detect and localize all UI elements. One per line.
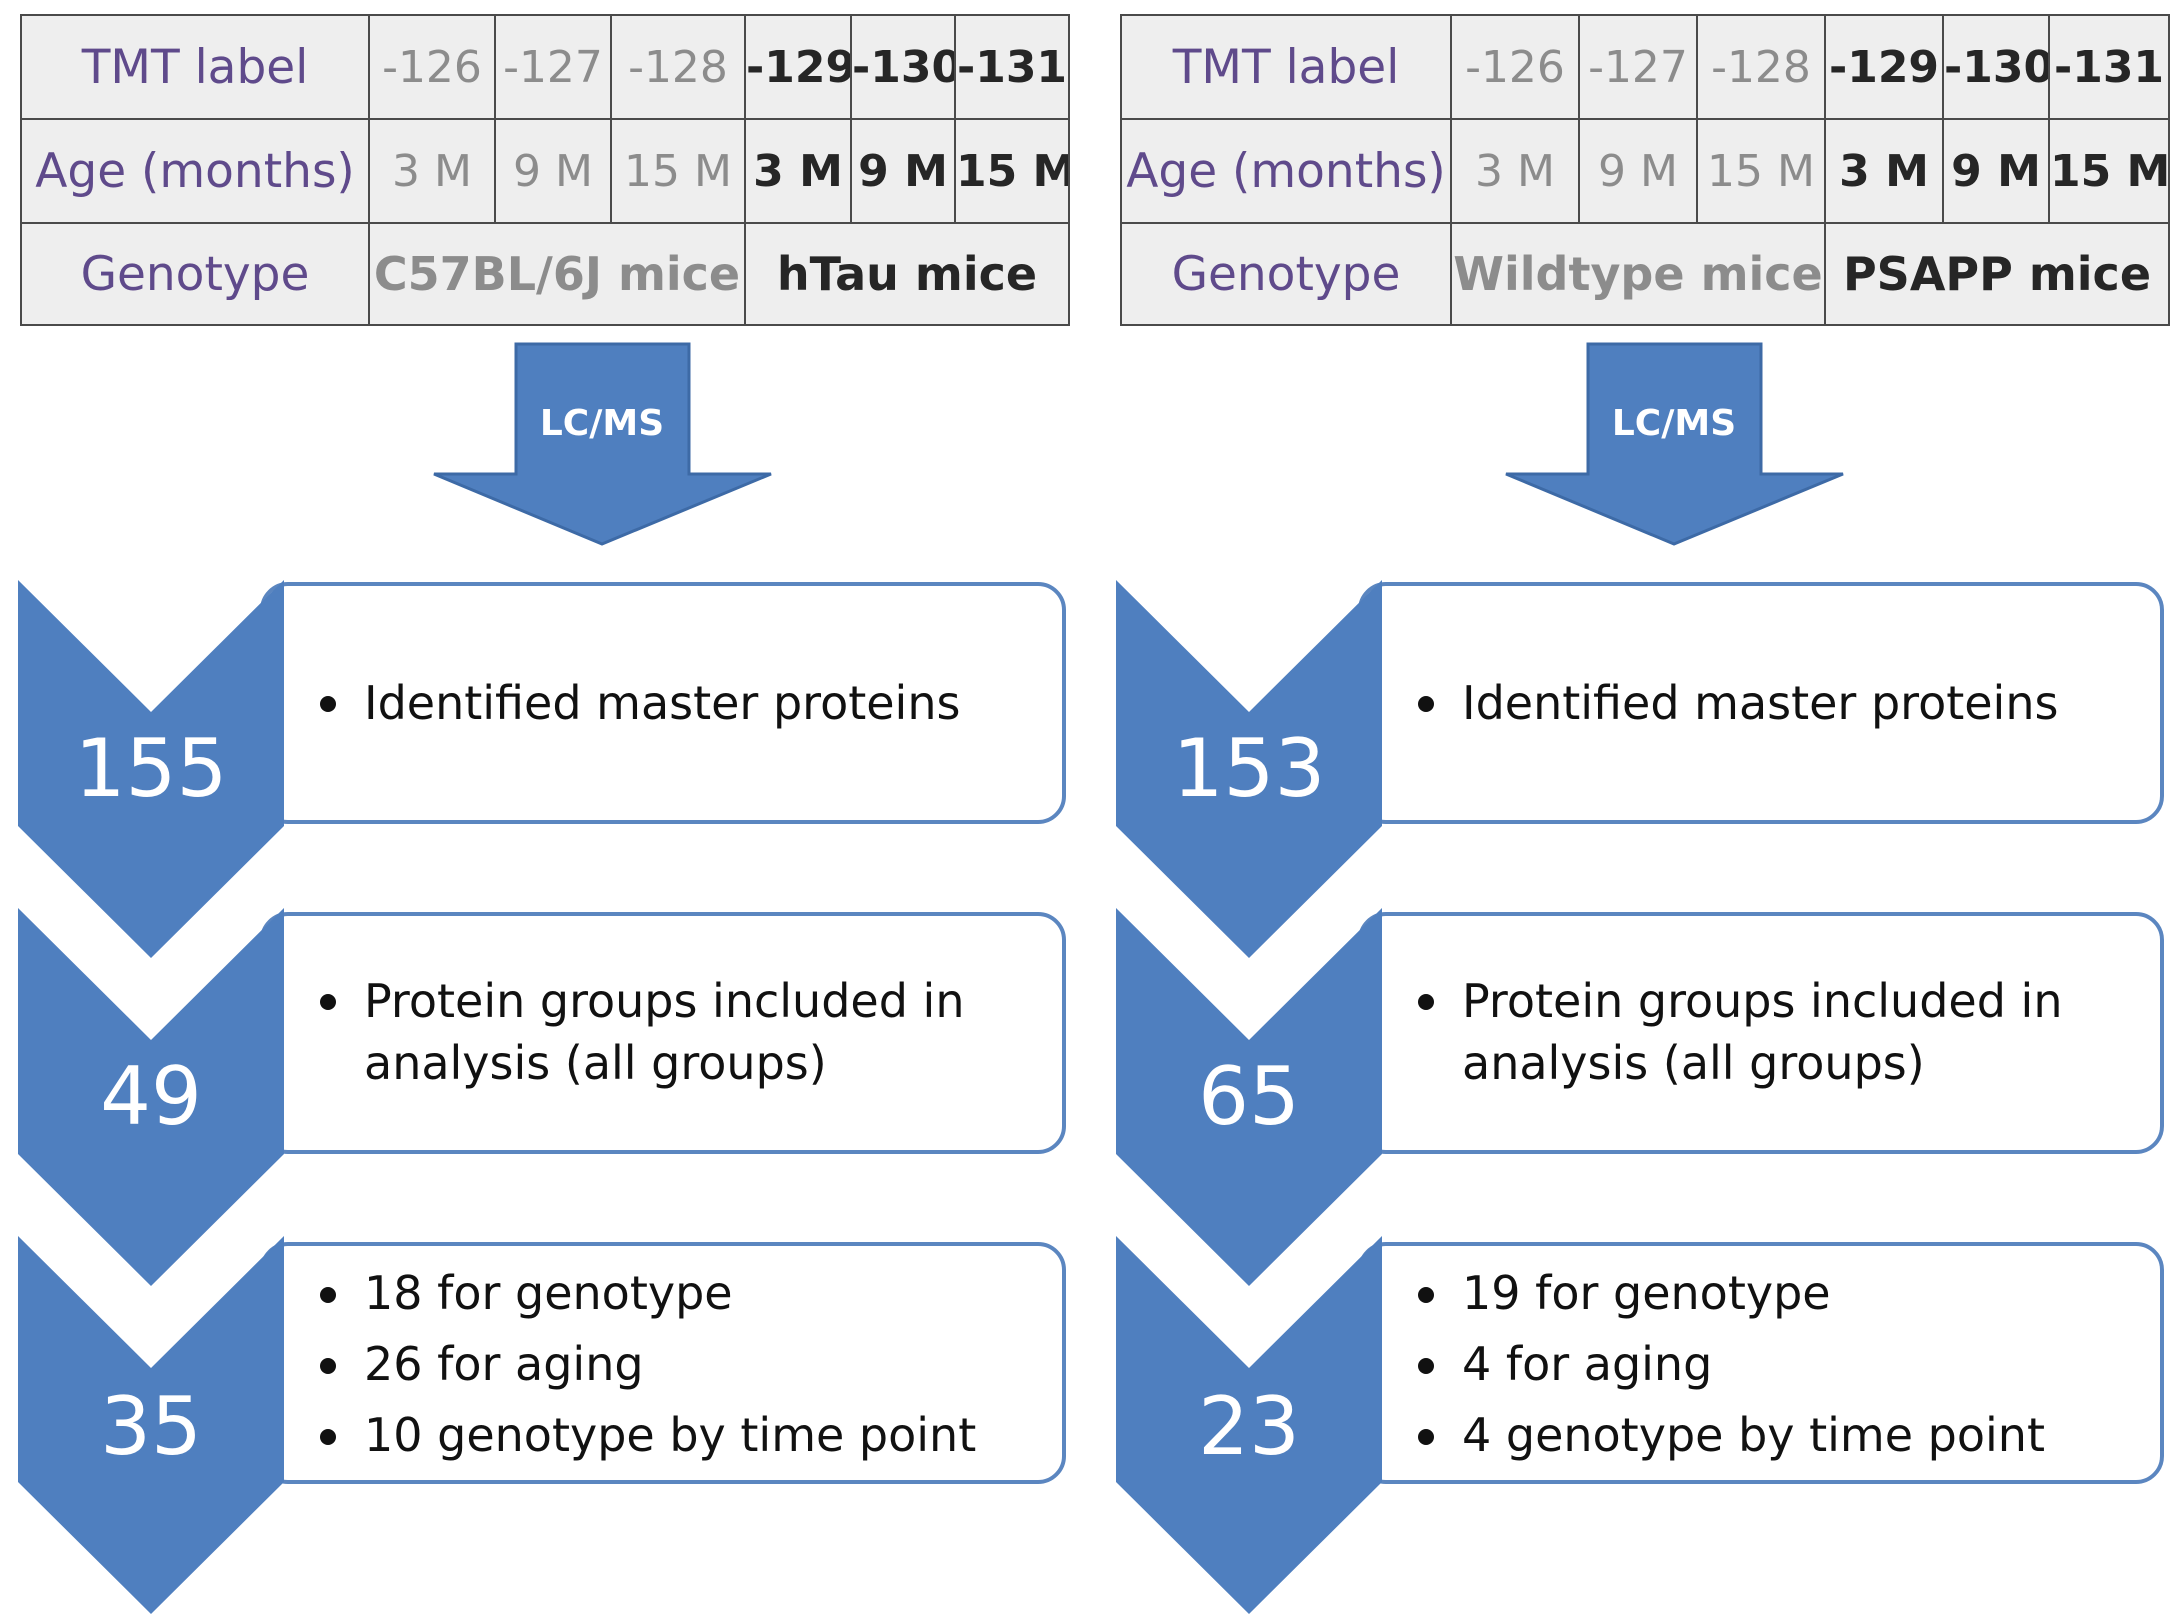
step-count: 65 [1198,1050,1300,1143]
age-cell: 9 M [850,118,956,224]
table-row-tmt: TMT label -126 -127 -128 -129 -130 -131 [1120,14,2170,120]
step-count: 49 [100,1050,202,1143]
table-row-genotype: Genotype Wildtype mice PSAPP mice [1120,222,2170,326]
age-cell: 15 M [610,118,746,224]
bullet-item: 19 for genotype [1418,1258,2148,1329]
lcms-label: LC/MS [1611,403,1737,444]
bullet-item: 18 for genotype [320,1258,1050,1329]
workflow-panel-psapp: TMT label -126 -127 -128 -129 -130 -131 … [1098,0,2184,1624]
age-header: Age (months) [20,118,370,224]
genotype-transgenic-cell: PSAPP mice [1824,222,2170,326]
chevron-arrow [18,908,284,1286]
genotype-transgenic-cell: hTau mice [744,222,1070,326]
table-row-age: Age (months) 3 M 9 M 15 M 3 M 9 M 15 M [1120,118,2170,224]
genotype-header: Genotype [1120,222,1452,326]
step-count: 35 [100,1380,202,1473]
chevron-arrow [18,1236,284,1614]
workflow-panel-htau: TMT label -126 -127 -128 -129 -130 -131 … [18,14,1070,1614]
lcms-down-arrow [1505,342,1844,546]
tmt-label-cell: -131 [954,14,1070,120]
tmt-label-cell: -129 [1824,14,1944,120]
tmt-label-cell: -130 [850,14,956,120]
age-header: Age (months) [1120,118,1452,224]
age-cell: 9 M [494,118,612,224]
bullet-item: Protein groups included in analysis (all… [320,970,1050,1094]
bullet-item: Protein groups included in analysis (all… [1418,970,2148,1094]
genotype-control-cell: Wildtype mice [1450,222,1826,326]
step-box-master-proteins [260,582,1066,824]
age-cell: 3 M [744,118,852,224]
tmt-label-header: TMT label [1120,14,1452,120]
bullet-item: 4 for aging [1418,1329,2148,1400]
genotype-control-cell: C57BL/6J mice [368,222,746,326]
step-count: 155 [74,722,228,815]
tmt-label-cell: -127 [1578,14,1698,120]
table-row-tmt: TMT label -126 -127 -128 -129 -130 -131 [20,14,1070,120]
step-bullets: Protein groups included in analysis (all… [1418,970,2148,1094]
step-count: 23 [1198,1380,1300,1473]
table-row-genotype: Genotype C57BL/6J mice hTau mice [20,222,1070,326]
step-bullets: Protein groups included in analysis (all… [320,970,1050,1094]
age-cell: 15 M [954,118,1070,224]
step-box-significant [260,1242,1066,1484]
step-box-protein-groups [1358,912,2164,1154]
tmt-label-cell: -131 [2048,14,2170,120]
step-count: 153 [1172,722,1326,815]
step-box-significant [1358,1242,2164,1484]
bullet-item: 4 genotype by time point [1418,1400,2148,1471]
tmt-label-cell: -128 [610,14,746,120]
step-bullets: 18 for genotype 26 for aging 10 genotype… [320,1258,1050,1471]
age-cell: 3 M [1824,118,1944,224]
step-bullets: Identified master proteins [320,672,1050,734]
tmt-design-table: TMT label -126 -127 -128 -129 -130 -131 … [20,14,1070,326]
tmt-design-table: TMT label -126 -127 -128 -129 -130 -131 … [1120,14,2170,326]
step-bullets: Identified master proteins [1418,672,2148,734]
tmt-label-cell: -127 [494,14,612,120]
chevron-arrow [1116,1236,1382,1614]
age-cell: 9 M [1578,118,1698,224]
tmt-label-cell: -126 [368,14,496,120]
bullet-item: Identified master proteins [1418,672,2148,734]
tmt-label-cell: -129 [744,14,852,120]
age-cell: 15 M [2048,118,2170,224]
age-cell: 15 M [1696,118,1826,224]
tmt-label-header: TMT label [20,14,370,120]
age-cell: 3 M [1450,118,1580,224]
tmt-label-cell: -128 [1696,14,1826,120]
lcms-label: LC/MS [539,403,665,444]
tmt-label-cell: -126 [1450,14,1580,120]
tmt-label-cell: -130 [1942,14,2050,120]
age-cell: 9 M [1942,118,2050,224]
bullet-item: Identified master proteins [320,672,1050,734]
chevron-arrow [1116,908,1382,1286]
step-bullets: 19 for genotype 4 for aging 4 genotype b… [1418,1258,2148,1471]
bullet-item: 10 genotype by time point [320,1400,1050,1471]
table-row-age: Age (months) 3 M 9 M 15 M 3 M 9 M 15 M [20,118,1070,224]
bullet-item: 26 for aging [320,1329,1050,1400]
lcms-down-arrow [433,342,772,546]
chevron-arrow [1116,580,1382,958]
step-box-master-proteins [1358,582,2164,824]
chevron-arrow [18,580,284,958]
age-cell: 3 M [368,118,496,224]
genotype-header: Genotype [20,222,370,326]
